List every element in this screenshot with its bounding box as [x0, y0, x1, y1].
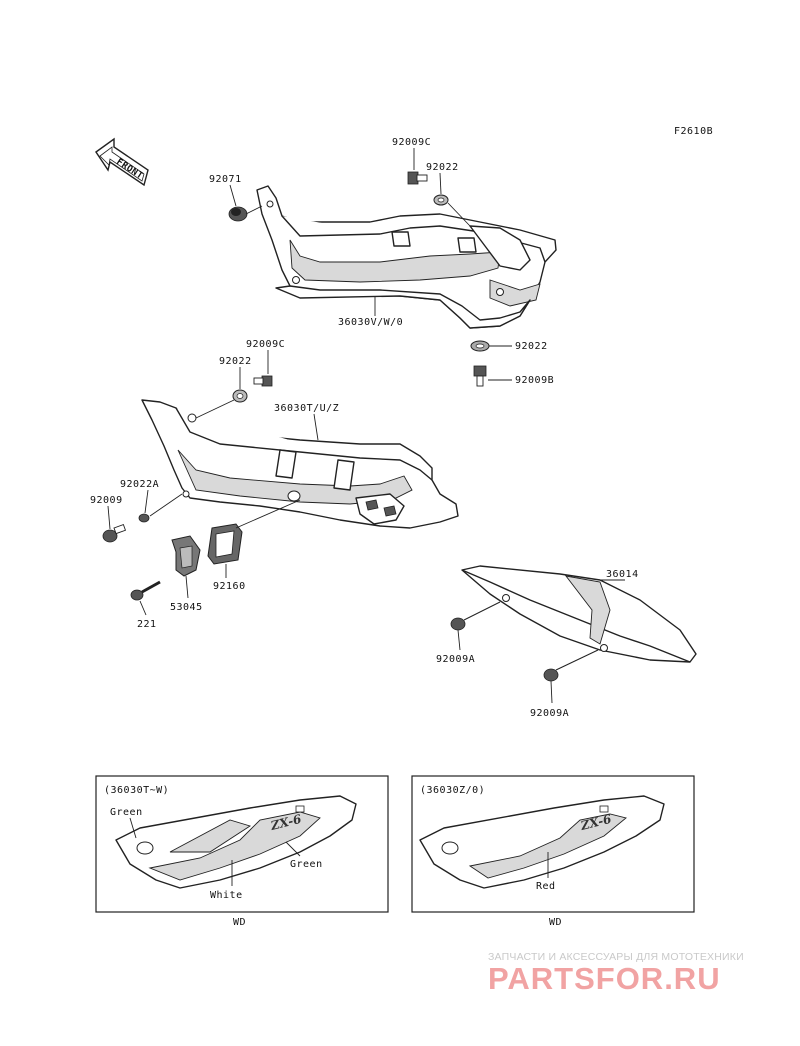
bolt-92009c-top-icon: [407, 171, 428, 185]
color-white: White: [210, 890, 243, 901]
bolt-92009-icon: [102, 524, 127, 543]
screw-221-icon: [130, 580, 161, 601]
inset-left-title: (36030T~W): [104, 785, 169, 796]
washer-92022-mid-icon: [232, 389, 248, 403]
front-arrow-icon: [95, 137, 149, 187]
label-92009a-b: 92009A: [530, 708, 569, 719]
clip-53045-icon: [171, 535, 201, 577]
color-green-2: Green: [290, 859, 323, 870]
bolt-92009c-mid-icon: [253, 375, 273, 387]
watermark-logo[interactable]: PARTSFOR.RU: [488, 961, 721, 996]
grommet-92071-icon: [228, 206, 248, 222]
label-92009: 92009: [90, 495, 123, 506]
label-92022-mid: 92022: [219, 356, 252, 367]
label-92160: 92160: [213, 581, 246, 592]
lower-side-cowl: [141, 399, 459, 529]
inset-right-model: WD: [549, 917, 562, 928]
inset-right-panel: ZX-6: [411, 775, 695, 913]
inset-left-panel: ZX-6: [95, 775, 389, 913]
label-36030v: 36030V/W/0: [338, 317, 403, 328]
label-92009c-mid: 92009C: [246, 339, 285, 350]
label-92009a-a: 92009A: [436, 654, 475, 665]
label-92022-top: 92022: [426, 162, 459, 173]
watermark-tagline: ЗАПЧАСТИ И АКСЕССУАРЫ ДЛЯ МОТОТЕХНИКИ: [488, 951, 744, 963]
label-92022-right: 92022: [515, 341, 548, 352]
washer-92022-right-icon: [470, 340, 490, 352]
inset-left-model: WD: [233, 917, 246, 928]
bolt-92009a-b-icon: [543, 649, 599, 682]
bolt-92009a-a-icon: [450, 601, 501, 631]
label-36030t: 36030T/U/Z: [274, 403, 339, 414]
color-green-1: Green: [110, 807, 143, 818]
color-red: Red: [536, 881, 556, 892]
upper-side-cowl: [256, 185, 557, 329]
label-53045: 53045: [170, 602, 203, 613]
bolt-92009b-icon: [473, 365, 487, 387]
label-36014: 36014: [606, 569, 639, 580]
inset-right-title: (36030Z/0): [420, 785, 485, 796]
label-92022a: 92022A: [120, 479, 159, 490]
damper-92160-icon: [207, 523, 243, 565]
washer-92022a-icon: [138, 513, 150, 523]
label-221: 221: [137, 619, 157, 630]
washer-92022-top-icon: [433, 194, 449, 206]
label-92009b: 92009B: [515, 375, 554, 386]
lower-cover-36014: [461, 565, 697, 663]
figure-code: F2610B: [674, 126, 713, 137]
label-92009c-top: 92009C: [392, 137, 431, 148]
label-92071: 92071: [209, 174, 242, 185]
